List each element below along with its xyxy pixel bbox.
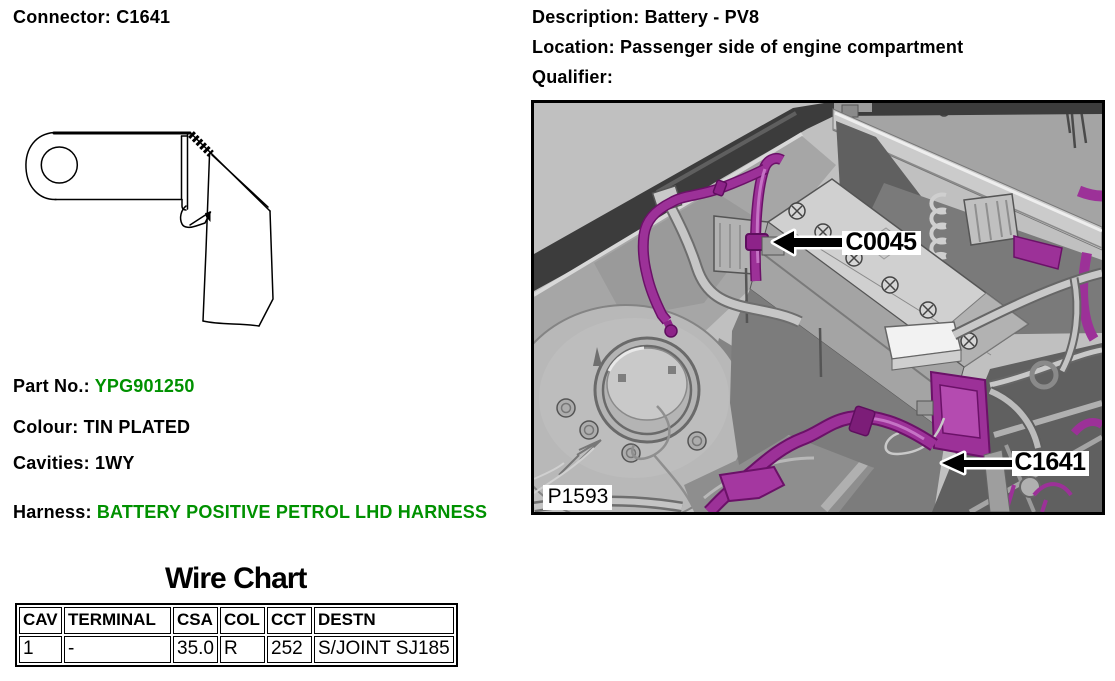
svg-text:C0045: C0045 [845, 228, 917, 256]
svg-text:C1641: C1641 [1014, 448, 1086, 476]
svg-text:P1593: P1593 [548, 485, 609, 508]
